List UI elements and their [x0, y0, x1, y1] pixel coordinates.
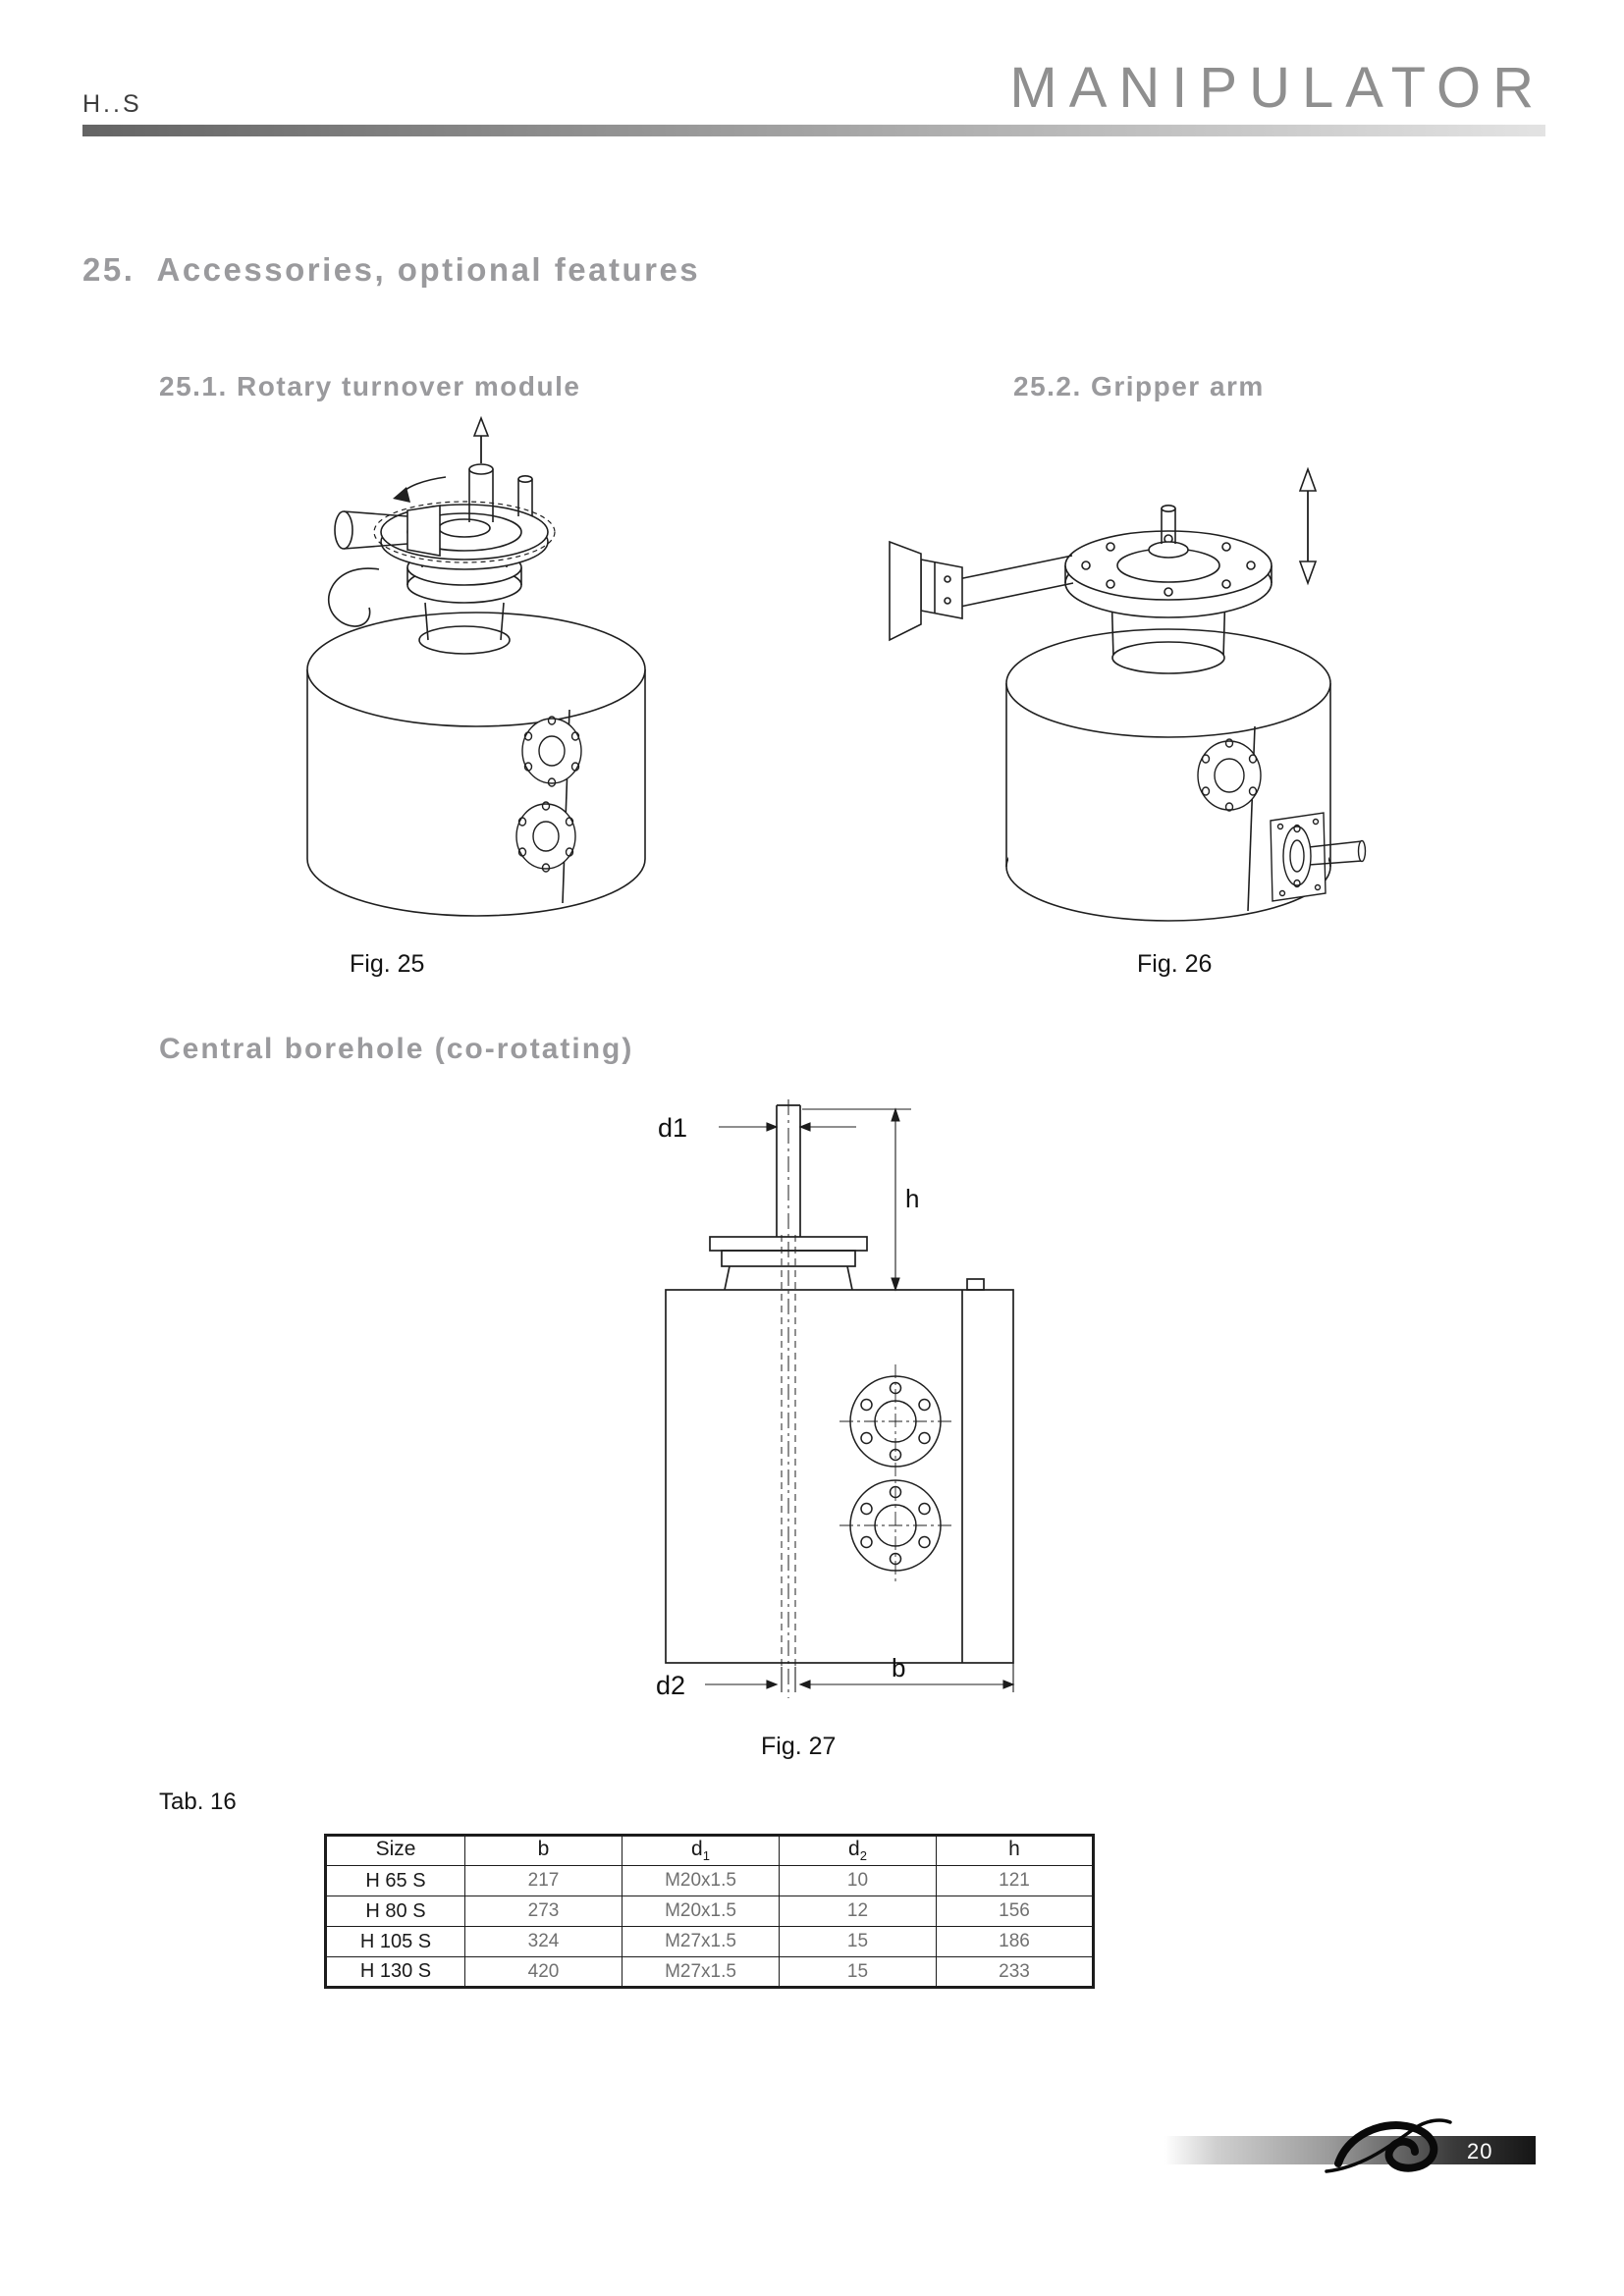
fig26-caption: Fig. 26: [1137, 950, 1213, 978]
table-row: H 65 S 217 M20x1.5 10 121: [325, 1865, 1094, 1896]
cell-d1: M27x1.5: [622, 1956, 780, 1988]
front-bolt-flanges: [839, 1364, 951, 1582]
dim-b-label: b: [892, 1653, 905, 1682]
cell-h: 186: [936, 1926, 1094, 1957]
header-h: h: [936, 1835, 1094, 1866]
cell-b: 324: [464, 1926, 623, 1957]
section-title: 25. Accessories, optional features: [82, 251, 701, 288]
fig25-body: [305, 609, 647, 917]
dim-d2-label: d2: [656, 1671, 685, 1700]
cell-b: 273: [464, 1896, 623, 1927]
fig27-central-borehole-drawing: d1 h d2 b: [656, 1099, 1015, 1700]
brand-logo-icon: [1325, 2118, 1452, 2173]
subsection-title-rotary: 25.1. Rotary turnover module: [159, 371, 581, 401]
fig25-rotary-turnover-drawing: [305, 415, 647, 917]
header-divider: [82, 125, 1545, 136]
fig26-side-shaft-assembly: [1270, 812, 1367, 902]
cell-size: H 130 S: [325, 1956, 465, 1988]
dimensions-table-wrap: Size b d1 d2 h H 65 S 217 M20x1.5 10 121…: [324, 1834, 1095, 1989]
cell-b: 217: [464, 1865, 623, 1896]
cell-d1: M20x1.5: [622, 1865, 780, 1896]
cell-h: 156: [936, 1896, 1094, 1927]
cell-size: H 80 S: [325, 1896, 465, 1927]
header-size: Size: [325, 1835, 465, 1866]
fig25-caption: Fig. 25: [350, 950, 425, 978]
cell-d2: 12: [779, 1896, 937, 1927]
dimension-lines: [705, 1107, 1015, 1692]
cell-d2: 15: [779, 1956, 937, 1988]
fig25-rotary-module: [327, 463, 556, 655]
top-flange-stack: [709, 1236, 868, 1291]
model-code: H..S: [82, 90, 142, 118]
cell-size: H 105 S: [325, 1926, 465, 1957]
table-header-row: Size b d1 d2 h: [325, 1835, 1094, 1866]
dimensions-table: Size b d1 d2 h H 65 S 217 M20x1.5 10 121…: [324, 1834, 1095, 1989]
table-row: H 130 S 420 M27x1.5 15 233: [325, 1956, 1094, 1988]
fig25-front-flanges: [515, 716, 582, 873]
brand-title: MANIPULATOR: [1009, 56, 1545, 120]
dim-d1-label: d1: [658, 1113, 687, 1143]
cell-h: 233: [936, 1956, 1094, 1988]
body-outline: [665, 1278, 1014, 1664]
table-label: Tab. 16: [159, 1789, 237, 1815]
fig25-motion-arrows: [393, 415, 490, 503]
cell-d1: M27x1.5: [622, 1926, 780, 1957]
table-row: H 105 S 324 M27x1.5 15 186: [325, 1926, 1094, 1957]
table-row: H 80 S 273 M20x1.5 12 156: [325, 1896, 1094, 1927]
subsection-title-gripper: 25.2. Gripper arm: [1013, 371, 1265, 401]
page-number: 20: [1467, 2139, 1493, 2163]
cell-d1: M20x1.5: [622, 1896, 780, 1927]
cell-size: H 65 S: [325, 1865, 465, 1896]
header-d1: d1: [622, 1835, 780, 1866]
cell-d2: 15: [779, 1926, 937, 1957]
borehole-hidden-lines: [781, 1235, 796, 1690]
cell-h: 121: [936, 1865, 1094, 1896]
cell-d2: 10: [779, 1865, 937, 1896]
fig26-gripper-arm: [889, 540, 1074, 642]
cell-b: 420: [464, 1956, 623, 1988]
fig27-caption: Fig. 27: [761, 1733, 837, 1760]
dim-h-label: h: [905, 1184, 919, 1213]
fig26-top-flange-disc: [1064, 505, 1272, 618]
central-borehole-title: Central borehole (co-rotating): [159, 1033, 634, 1065]
header-b: b: [464, 1835, 623, 1866]
fig26-gripper-arm-drawing: [889, 466, 1367, 922]
header-d2: d2: [779, 1835, 937, 1866]
fig26-motion-arrow: [1298, 466, 1318, 586]
fig26-front-flange: [1197, 738, 1262, 812]
